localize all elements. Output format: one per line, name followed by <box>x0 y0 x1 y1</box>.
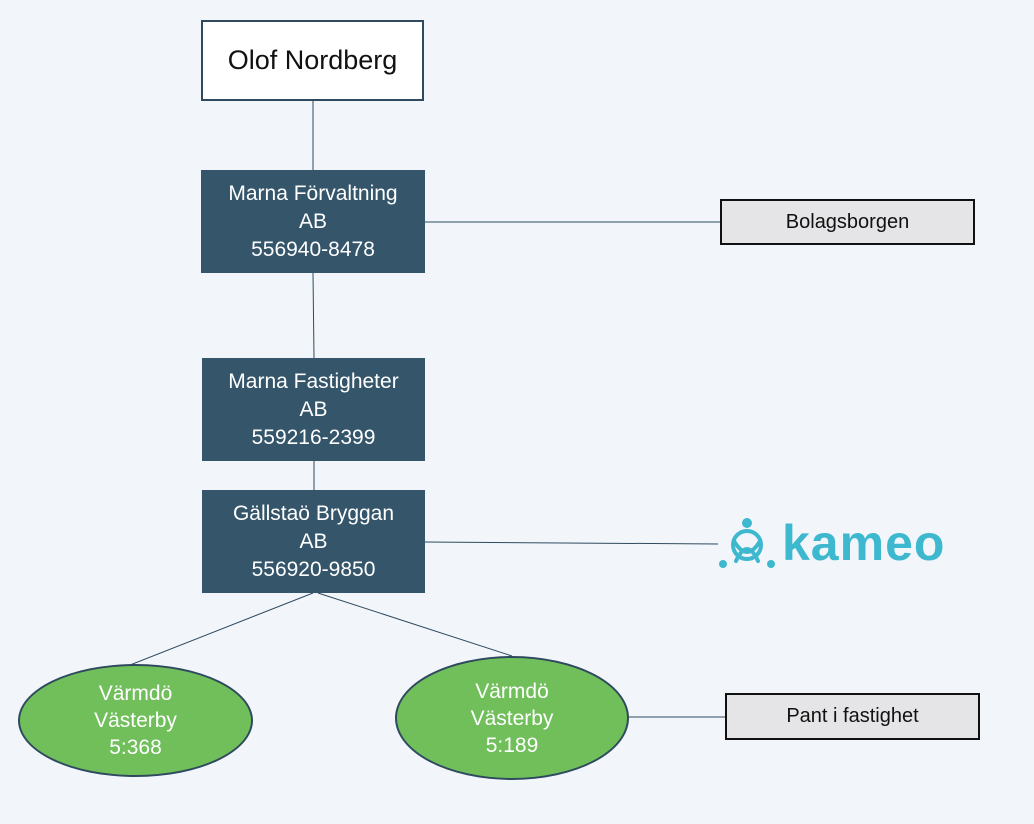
property-designation: 5:368 <box>109 736 162 759</box>
property-ellipse-5-368: Värmdö Västerby 5:368 <box>18 664 253 777</box>
note-box-bolagsborgen: Bolagsborgen <box>720 199 975 245</box>
kameo-wordmark: kameo <box>782 515 946 571</box>
kameo-logo-icon <box>719 518 775 568</box>
property-municipality: Värmdö <box>98 682 173 705</box>
property-municipality: Värmdö <box>475 679 549 703</box>
connector-bryggan-to-property-1 <box>124 592 314 668</box>
company-suffix: AB <box>299 397 328 421</box>
person-name: Olof Nordberg <box>227 45 398 75</box>
note-text: Pant i fastighet <box>786 705 919 727</box>
company-box-gallstao-bryggan: Gällstaö Bryggan AB 556920-9850 <box>202 490 425 593</box>
property-ellipse-5-189: Värmdö Västerby 5:189 <box>395 656 629 780</box>
property-area: Västerby <box>94 709 177 732</box>
person-box: Olof Nordberg <box>201 20 424 101</box>
company-name: Marna Fastigheter <box>228 369 399 393</box>
property-area: Västerby <box>470 706 554 730</box>
note-box-pant-i-fastighet: Pant i fastighet <box>725 693 980 740</box>
company-org-number: 556920-9850 <box>251 557 376 581</box>
connector-bryggan-to-kameo <box>424 541 719 545</box>
company-suffix: AB <box>298 209 327 233</box>
company-name: Marna Förvaltning <box>228 181 398 205</box>
company-name: Gällstaö Bryggan <box>232 501 395 525</box>
company-org-number: 556940-8478 <box>251 237 375 261</box>
property-designation: 5:189 <box>485 733 539 757</box>
company-box-marna-fastigheter: Marna Fastigheter AB 559216-2399 <box>202 358 425 461</box>
company-box-marna-forvaltning: Marna Förvaltning AB 556940-8478 <box>201 170 425 273</box>
company-suffix: AB <box>299 529 328 553</box>
connector-forvaltning-to-fastigheter <box>312 272 315 359</box>
connector-bryggan-to-property-2 <box>317 592 513 657</box>
kameo-logo: kameo <box>718 512 960 574</box>
company-org-number: 559216-2399 <box>251 425 376 449</box>
note-text: Bolagsborgen <box>785 210 910 233</box>
